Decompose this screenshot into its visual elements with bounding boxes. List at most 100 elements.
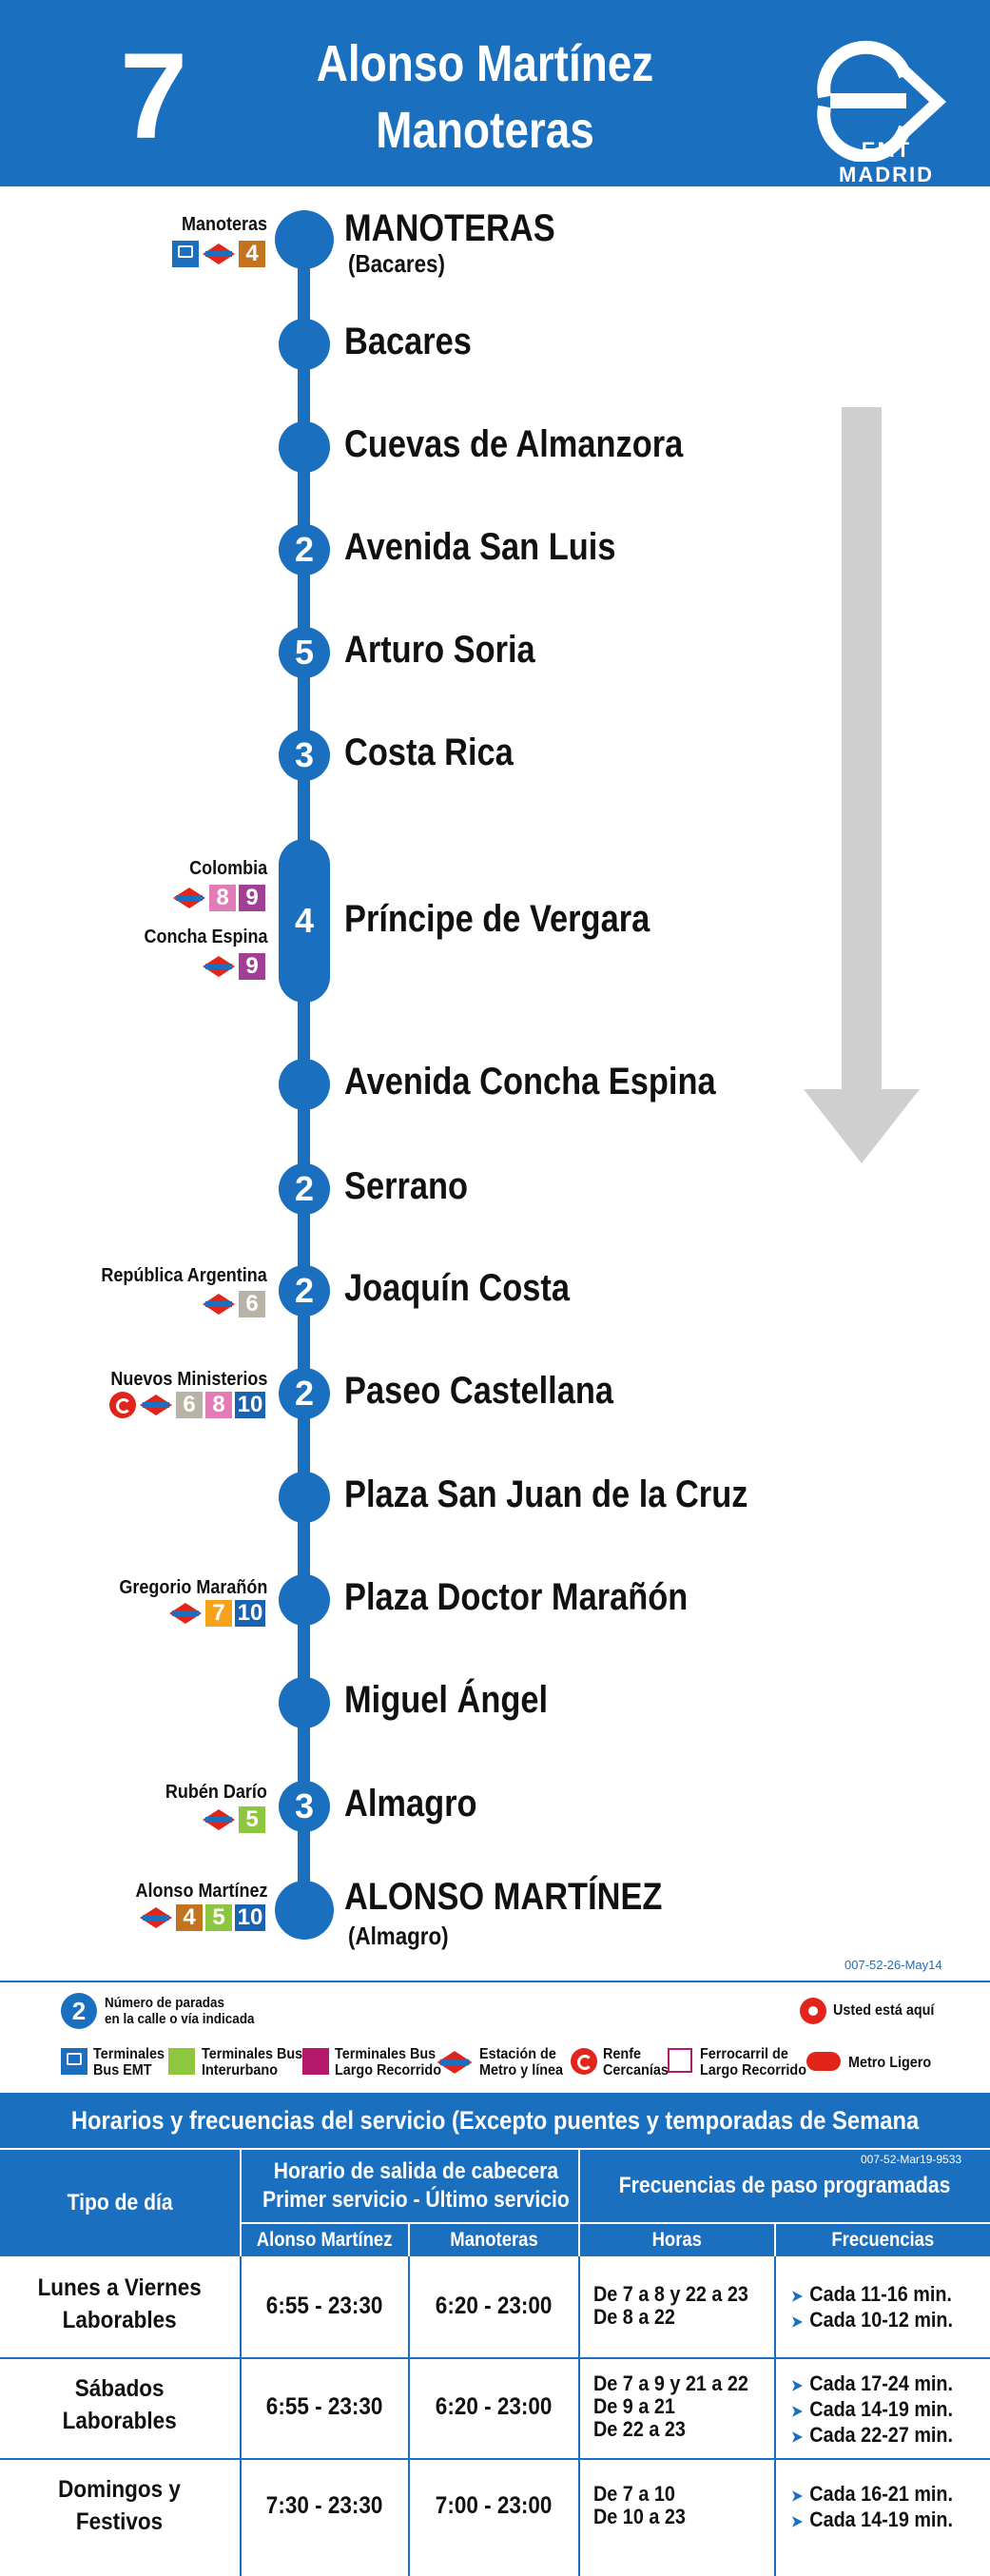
stop-count-badge: 2 [279, 1368, 330, 1419]
stop-dot [279, 319, 330, 370]
grid-line [578, 2256, 580, 2576]
metro-line-badge: 10 [235, 1600, 265, 1627]
stop-name: Avenida Concha Espina [344, 1061, 716, 1103]
legend-item: Estación de Metro y línea [479, 2046, 564, 2078]
connection-icons: 9 [202, 953, 265, 980]
stop-dot [279, 1677, 330, 1728]
connection-label: Colombia [188, 858, 267, 879]
header-departure: Horario de salida de cabecera Primer ser… [242, 2150, 578, 2222]
connection-icons: 6 [202, 1291, 265, 1317]
metro-station-icon [203, 1294, 235, 1315]
stop-dot-alonso-martinez [275, 1881, 334, 1940]
metro-line-badge: 5 [239, 1806, 265, 1833]
metro-station-icon [203, 956, 235, 977]
legend-stops-count: Número de paradas en la calle o vía indi… [105, 1995, 255, 2027]
header-frequencies: Frecuencias de paso programadas [580, 2150, 990, 2222]
subheader-alonso: Alonso Martínez [242, 2224, 408, 2256]
emt-madrid-text: EMT MADRID [839, 138, 934, 186]
row-alonso-time: 7:30 - 23:30 [266, 2492, 383, 2519]
stop-count-legend-icon: 2 [61, 1993, 97, 2029]
row-freqs: ➤Cada 11-16 min. ➤Cada 10-12 min. [791, 2282, 954, 2332]
grid-line [408, 2256, 410, 2576]
connection-icons: 6 8 10 [109, 1392, 265, 1418]
subheader-manoteras: Manoteras [410, 2224, 578, 2256]
bus-emt-terminal-icon [61, 2048, 87, 2075]
stop-name: Serrano [344, 1165, 469, 1207]
stop-count-badge: 5 [279, 627, 330, 678]
stop-count-badge: 3 [279, 1781, 330, 1832]
row-day-type: Domingos y Festivos [58, 2476, 182, 2535]
long-distance-bus-terminal-icon [302, 2048, 329, 2075]
row-freqs: ➤Cada 16-21 min. ➤Cada 14-19 min. [791, 2482, 954, 2531]
stop-count-badge: 2 [279, 524, 330, 576]
timetable-title: Horarios y frecuencias del servicio (Exc… [0, 2093, 990, 2190]
long-distance-rail-icon [668, 2048, 692, 2073]
stop-count-badge: 4 [279, 839, 330, 1003]
you-are-here-icon [800, 1998, 826, 2024]
metro-line-badge: 6 [176, 1392, 203, 1418]
stop-dot [279, 421, 330, 473]
connection-label: Nuevos Ministerios [109, 1369, 267, 1390]
metro-station-icon [173, 888, 205, 908]
stop-count-badge: 2 [279, 1163, 330, 1215]
bus-emt-terminal-icon [172, 241, 199, 267]
metro-line-badge: 4 [176, 1904, 203, 1931]
stop-name: Príncipe de Vergara [344, 898, 650, 940]
grid-line [0, 2458, 990, 2460]
connection-icons: 4 5 10 [139, 1904, 265, 1931]
metro-line-badge: 10 [235, 1904, 265, 1931]
legend-item: Terminales Bus Largo Recorrido [335, 2046, 442, 2078]
destination-2: Manoteras [376, 102, 594, 159]
header-day-type: Tipo de día [0, 2150, 240, 2256]
timetable-code: 007-52-Mar19-9533 [861, 2153, 962, 2166]
metro-station-icon [140, 1395, 172, 1415]
stop-name: Arturo Soria [344, 629, 535, 671]
legend-item: Metro Ligero [848, 2055, 932, 2071]
connection-icons: 7 10 [168, 1600, 265, 1627]
connection-label: Manoteras [181, 214, 267, 235]
renfe-cercanias-icon [109, 1392, 136, 1418]
stop-name: Avenida San Luis [344, 526, 616, 568]
connection-icons: 8 9 [172, 885, 265, 911]
connection-label: Alonso Martínez [134, 1881, 267, 1902]
stop-name: Almagro [344, 1783, 477, 1825]
map-code: 007-52-26-May14 [844, 1958, 942, 1972]
legend-item: Terminales Bus Interurbano [202, 2046, 303, 2078]
metro-ligero-icon [806, 2052, 841, 2071]
stop-dot [279, 1472, 330, 1523]
stop-name: Plaza Doctor Marañón [344, 1576, 689, 1618]
stop-name: Cuevas de Almanzora [344, 423, 684, 465]
metro-line-badge: 6 [239, 1291, 265, 1317]
stop-subname: (Bacares) [348, 249, 445, 278]
stop-name: Bacares [344, 321, 472, 362]
metro-station-icon [169, 1603, 202, 1624]
stop-name: Paseo Castellana [344, 1370, 613, 1412]
stop-name: Costa Rica [344, 732, 514, 773]
stop-dot [279, 1059, 330, 1110]
connection-label: Concha Espina [143, 927, 267, 947]
legend-item: Terminales Bus EMT [93, 2046, 165, 2078]
metro-line-badge: 5 [205, 1904, 232, 1931]
metro-line-badge: 7 [205, 1600, 232, 1627]
destination-1: Alonso Martínez [316, 35, 654, 92]
subheader-freq: Frecuencias [776, 2224, 990, 2256]
row-manoteras-time: 6:20 - 23:00 [436, 2293, 553, 2319]
legend-item: Ferrocarril de Largo Recorrido [700, 2046, 807, 2078]
metro-line-badge: 8 [209, 885, 236, 911]
row-day-type: Lunes a Viernes Laborables [37, 2274, 203, 2333]
stop-name: Plaza San Juan de la Cruz [344, 1473, 748, 1515]
stop-count-badge: 2 [279, 1265, 330, 1317]
emt-logo-icon [817, 40, 946, 162]
connection-label: República Argentina [101, 1265, 267, 1286]
header-bar: 7 Alonso Martínez Manoteras EMT MADRID [0, 0, 990, 186]
metro-station-icon [437, 2051, 473, 2074]
stop-dot-manoteras [275, 210, 334, 269]
connection-label: Gregorio Marañón [118, 1577, 267, 1598]
stop-dot [279, 1574, 330, 1626]
row-freqs: ➤Cada 17-24 min. ➤Cada 14-19 min. ➤Cada … [791, 2371, 954, 2447]
metro-line-badge: 8 [205, 1392, 232, 1418]
metro-station-icon [203, 244, 235, 264]
